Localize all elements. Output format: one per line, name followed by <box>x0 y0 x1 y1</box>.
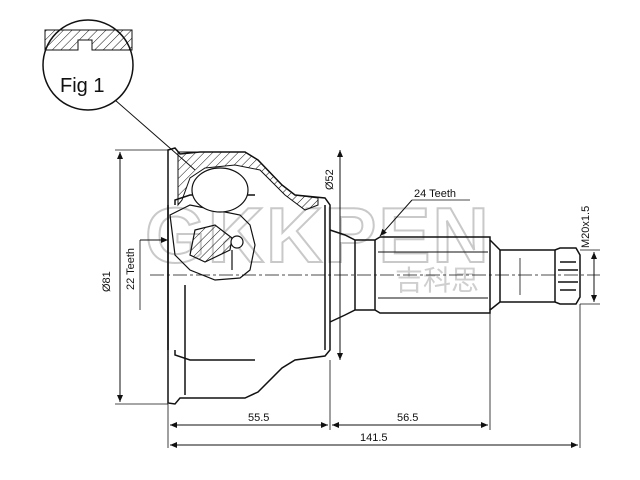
outer-diameter-label: Ø81 <box>101 271 113 292</box>
outer-splines-label: 24 Teeth <box>414 188 456 200</box>
inner-race <box>169 167 256 281</box>
bell-section-hatch <box>177 151 319 211</box>
watermark-chinese: 吉科思 <box>395 265 479 296</box>
detail-callout: Fig 1 <box>42 19 196 171</box>
thread-label: M20x1.5 <box>580 206 592 248</box>
shaft-length-label: 56.5 <box>397 412 418 424</box>
dim-lengths: 55.5 56.5 141.5 <box>167 304 581 448</box>
total-length-label: 141.5 <box>360 432 388 444</box>
stub-shaft <box>329 229 581 323</box>
dim-thread: M20x1.5 <box>580 206 600 305</box>
inner-splines-label: 22 Teeth <box>125 248 137 290</box>
dim-outer-diameter: Ø81 <box>101 149 168 405</box>
dim-outer-splines: 24 Teeth <box>379 188 470 237</box>
fig-label: Fig 1 <box>60 75 104 97</box>
seal-diameter-label: Ø52 <box>324 169 336 190</box>
dim-inner-splines: 22 Teeth <box>125 237 168 310</box>
dim-seal-diameter: Ø52 <box>324 150 343 360</box>
bell-length-label: 55.5 <box>248 412 269 424</box>
detail-key-section <box>44 29 133 51</box>
